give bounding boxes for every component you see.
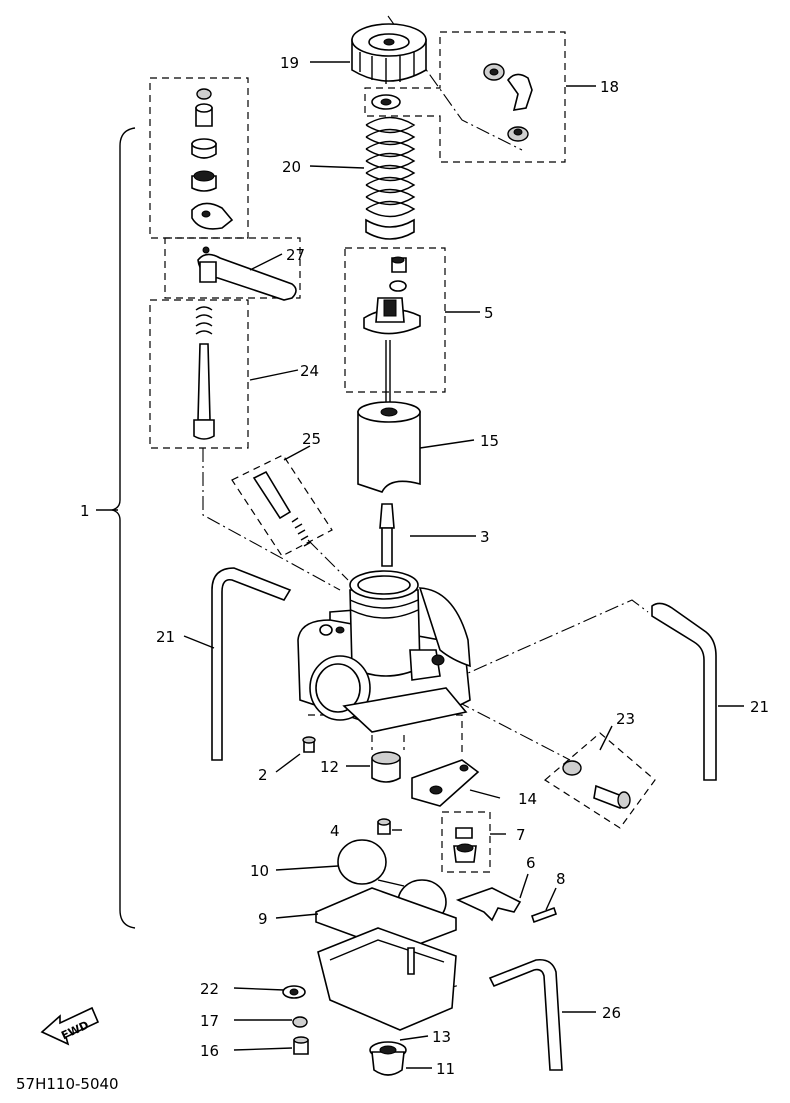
part-label-16: 16 — [200, 1042, 219, 1060]
screw-2-part — [302, 736, 316, 753]
lever-part — [197, 246, 297, 301]
drain-screw-parts — [282, 985, 309, 1055]
hose-right-part — [651, 602, 717, 781]
carburetor-body-part — [297, 570, 471, 733]
part-label-5: 5 — [484, 304, 494, 322]
part-label-20: 20 — [282, 158, 301, 176]
part-label-3: 3 — [480, 528, 490, 546]
part-label-27: 27 — [286, 246, 305, 264]
nut-4-part — [377, 818, 391, 835]
routing-line-24 — [202, 448, 341, 591]
spring-part — [365, 116, 416, 240]
leader-lines — [96, 61, 744, 1069]
routing-line-25 — [307, 539, 349, 581]
part-label-21-left: 21 — [156, 628, 175, 646]
assembly-bracket — [111, 127, 136, 929]
part-label-21-right: 21 — [750, 698, 769, 716]
routing-line-21-right — [429, 599, 649, 691]
part-label-11: 11 — [436, 1060, 455, 1078]
choke-plunger-parts — [191, 88, 234, 230]
float-bowl-part — [317, 927, 457, 1031]
group-box-25 — [231, 454, 333, 557]
plug-11-part — [369, 1041, 407, 1076]
part-label-19: 19 — [280, 54, 299, 72]
part-label-10: 10 — [250, 862, 269, 880]
fwd-arrow-icon: FWD — [40, 1006, 100, 1046]
group-box-24 — [149, 299, 249, 449]
part-label-24: 24 — [300, 362, 319, 380]
group-box-27 — [164, 237, 301, 299]
part-label-2: 2 — [258, 766, 268, 784]
pin-8-part — [530, 906, 558, 924]
needle-assembly-part — [363, 256, 421, 418]
part-label-4: 4 — [330, 822, 340, 840]
part-label-15: 15 — [480, 432, 499, 450]
overflow-hose-part — [488, 958, 563, 1071]
needle-jet-part — [379, 503, 395, 567]
group-box-top-left — [149, 77, 249, 239]
plate-14-part — [411, 759, 480, 807]
part-label-17: 17 — [200, 1012, 219, 1030]
drawing-number: 57H110-5040 — [16, 1075, 119, 1093]
part-label-13: 13 — [432, 1028, 451, 1046]
group-box-23 — [543, 732, 656, 829]
air-screw-part — [252, 470, 312, 547]
group-box-7 — [441, 811, 491, 873]
part-label-14: 14 — [518, 790, 537, 808]
part-label-22: 22 — [200, 980, 219, 998]
main-jet-12-part — [371, 751, 401, 783]
part-label-23: 23 — [616, 710, 635, 728]
throttle-valve-part — [357, 401, 421, 493]
screw-23-part — [562, 760, 631, 810]
group-box-5 — [344, 247, 446, 393]
fitting-part — [483, 63, 533, 142]
float-arm-6-part — [455, 887, 522, 922]
part-label-8: 8 — [556, 870, 566, 888]
valve-seat-7-part — [453, 827, 477, 863]
part-label-6: 6 — [526, 854, 536, 872]
part-label-9: 9 — [258, 910, 268, 928]
cap-part — [351, 23, 427, 84]
part-label-25: 25 — [302, 430, 321, 448]
part-label-26: 26 — [602, 1004, 621, 1022]
hose-left-part — [211, 567, 292, 761]
group-box-18 — [364, 31, 566, 163]
part-label-7: 7 — [516, 826, 526, 844]
part-label-1: 1 — [80, 502, 90, 520]
plunger-part — [193, 306, 215, 440]
part-label-12: 12 — [320, 758, 339, 776]
part-label-18: 18 — [600, 78, 619, 96]
gasket-part — [315, 887, 457, 953]
